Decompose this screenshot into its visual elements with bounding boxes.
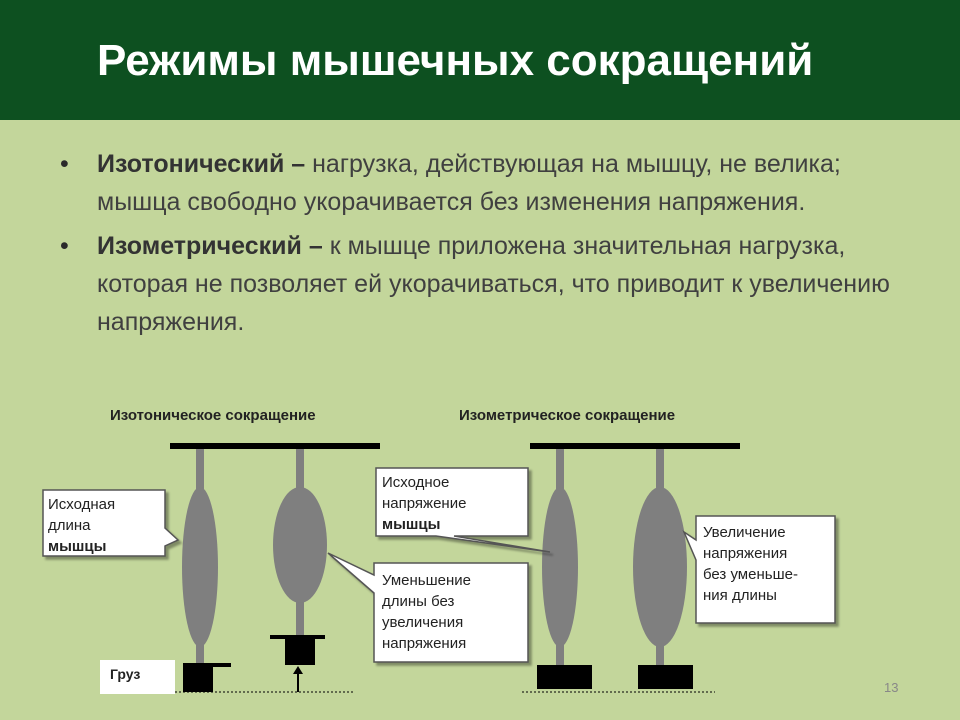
weight-plate [183, 663, 231, 667]
callout-initial-tension: Исходное напряжение мышцы [382, 474, 467, 533]
load-label: Груз [100, 660, 175, 694]
muscle-initial [182, 487, 218, 647]
callout-initial-length: Исходная длина мышцы [48, 496, 116, 555]
bullet-isometric: • Изометрический – к мышце приложена зна… [60, 227, 920, 341]
bullet-dot-icon: • [60, 150, 69, 178]
callout-tension-increase: Увеличение напряжения без уменьше- ния д… [703, 524, 798, 604]
page-number: 13 [884, 680, 899, 695]
bullet-term: Изотонический – [97, 150, 306, 178]
weight-plate [270, 635, 325, 639]
bullet-dot-icon: • [60, 232, 69, 260]
bullet-term: Изометрический – [97, 232, 323, 260]
isotonic-title: Изотоническое сокращение [110, 407, 316, 424]
callout-initial-length-box [42, 489, 180, 557]
isometric-title: Изометрическое сокращение [459, 407, 676, 424]
muscle-initial [542, 487, 578, 647]
title-bar: Режимы мышечных сокращений [0, 0, 960, 120]
bullet-text: нагрузка, действующая на мышцу, не велик… [97, 150, 841, 216]
bullet-isotonic: • Изотонический – нагрузка, действующая … [60, 145, 920, 221]
weight-block [285, 639, 315, 665]
callout-length-decrease-box [327, 552, 529, 663]
muscle-shortened [273, 487, 327, 603]
callout-length-decrease: Уменьшение длины без увеличения напряжен… [382, 572, 471, 652]
weight-block [183, 667, 213, 692]
bullet-list: • Изотонический – нагрузка, действующая … [60, 145, 920, 347]
heavy-weight [537, 665, 592, 689]
heavy-weight [638, 665, 693, 689]
arrow-head-icon [293, 666, 303, 674]
callout-initial-tension-box [375, 467, 551, 553]
bullet-text: к мышце приложена значительная нагрузка,… [97, 232, 890, 336]
callout-tension-increase-box [682, 515, 836, 624]
slide-title: Режимы мышечных сокращений [97, 36, 814, 85]
muscle-tensed [633, 487, 687, 647]
isometric-support-bar [530, 443, 740, 449]
isotonic-support-bar [170, 443, 380, 449]
